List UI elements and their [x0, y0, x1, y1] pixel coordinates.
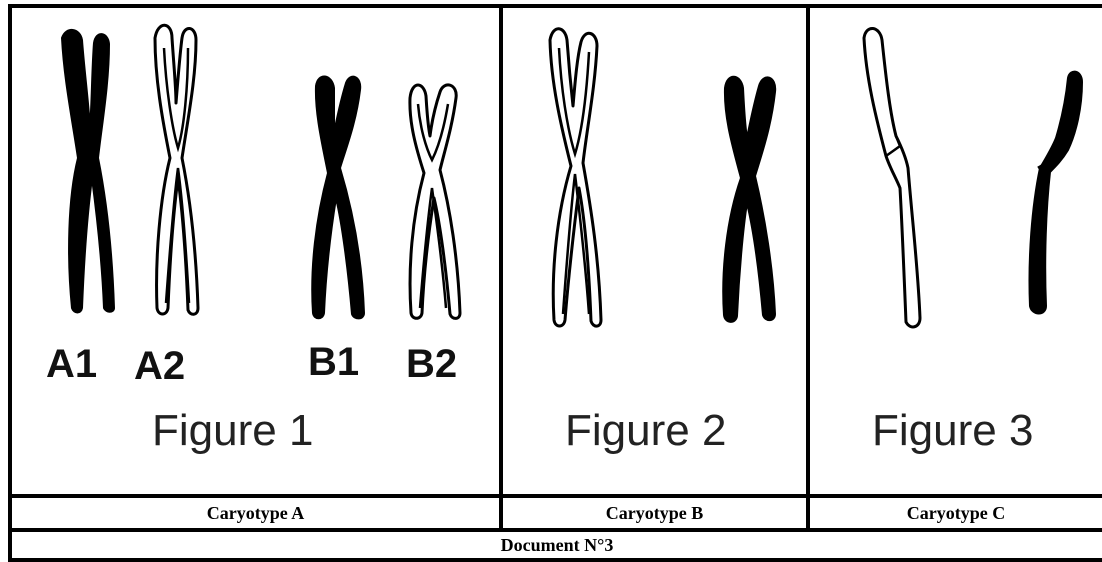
- figure-2-title: Figure 2: [565, 406, 726, 456]
- caption-caryotype-a: Caryotype A: [12, 498, 499, 528]
- caption-caryotype-c: Caryotype C: [810, 498, 1102, 528]
- figure-1-title: Figure 1: [152, 406, 313, 456]
- label-a2: A2: [134, 344, 185, 389]
- figure-1-panel: A1 A2 B1 B2 Figure 1: [8, 4, 499, 494]
- caption-cell-b: Caryotype B: [499, 494, 806, 528]
- chromosome-figure-3-black: [1029, 72, 1082, 314]
- caption-cell-a: Caryotype A: [8, 494, 499, 528]
- document-frame: A1 A2 B1 B2 Figure 1 Figure 2 Figure 3 C…: [8, 4, 1102, 562]
- chromosome-a1: [62, 30, 114, 313]
- figure-2-panel: Figure 2: [499, 4, 806, 494]
- caption-cell-c: Caryotype C: [806, 494, 1102, 528]
- chromosome-figure-3-outline: [864, 28, 920, 326]
- chromosome-a2: [155, 25, 198, 314]
- chromosome-b1: [312, 76, 364, 318]
- document-footer: Document N°3: [8, 528, 1102, 562]
- figure-3-panel: Figure 3: [806, 4, 1102, 494]
- label-b2: B2: [406, 342, 457, 387]
- label-b1: B1: [308, 340, 359, 385]
- figure-3-title: Figure 3: [872, 406, 1033, 456]
- chromosome-figure-2-black: [723, 77, 775, 322]
- label-a1: A1: [46, 342, 97, 387]
- caption-caryotype-b: Caryotype B: [503, 498, 806, 528]
- document-title: Document N°3: [12, 532, 1102, 558]
